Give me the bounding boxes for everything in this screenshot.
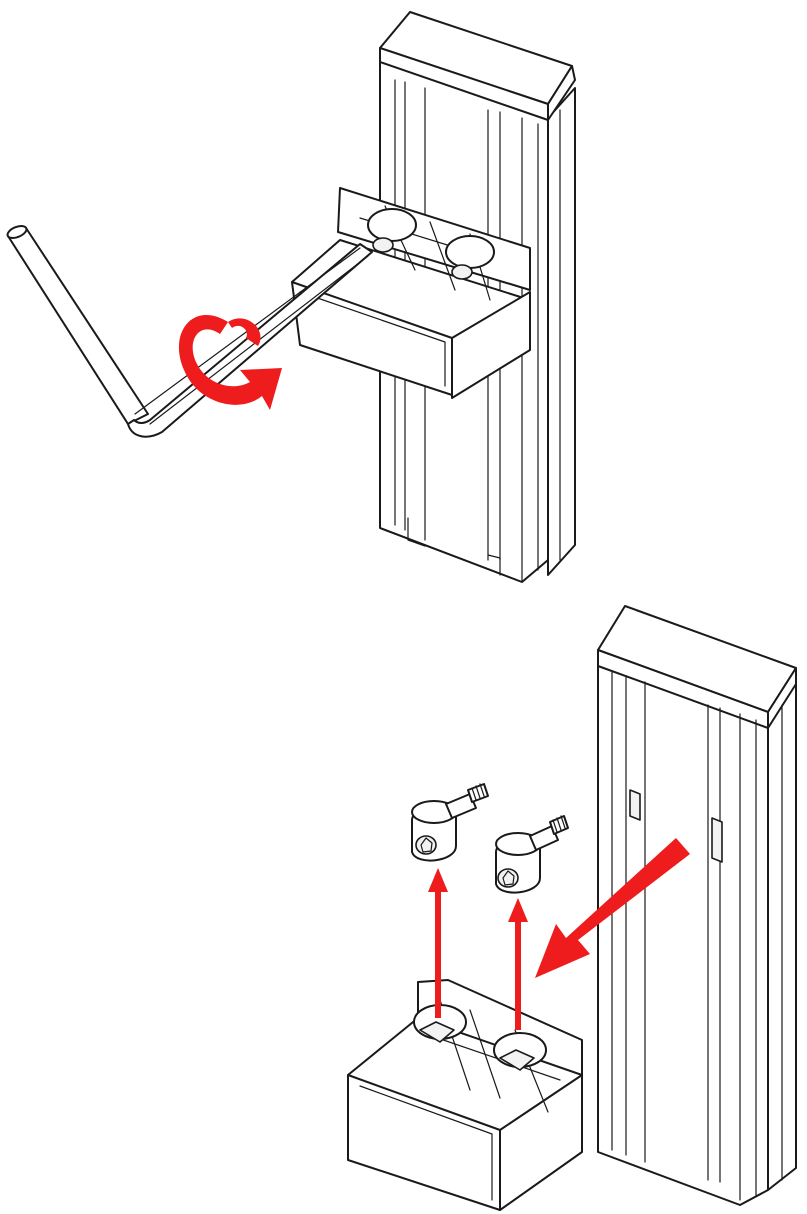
up-arrow-icon-left bbox=[428, 868, 448, 1018]
up-arrow-icon-right bbox=[508, 898, 528, 1030]
vertical-profile-bottom bbox=[597, 605, 797, 1206]
connector-block-bottom bbox=[347, 979, 583, 1211]
step-2-removal bbox=[347, 605, 797, 1211]
diagonal-arrow-icon bbox=[535, 838, 690, 978]
fastener-right bbox=[495, 815, 569, 894]
rotation-arrow-icon bbox=[178, 315, 282, 410]
step-1-tightening bbox=[6, 11, 576, 583]
fastener-left bbox=[411, 783, 489, 862]
